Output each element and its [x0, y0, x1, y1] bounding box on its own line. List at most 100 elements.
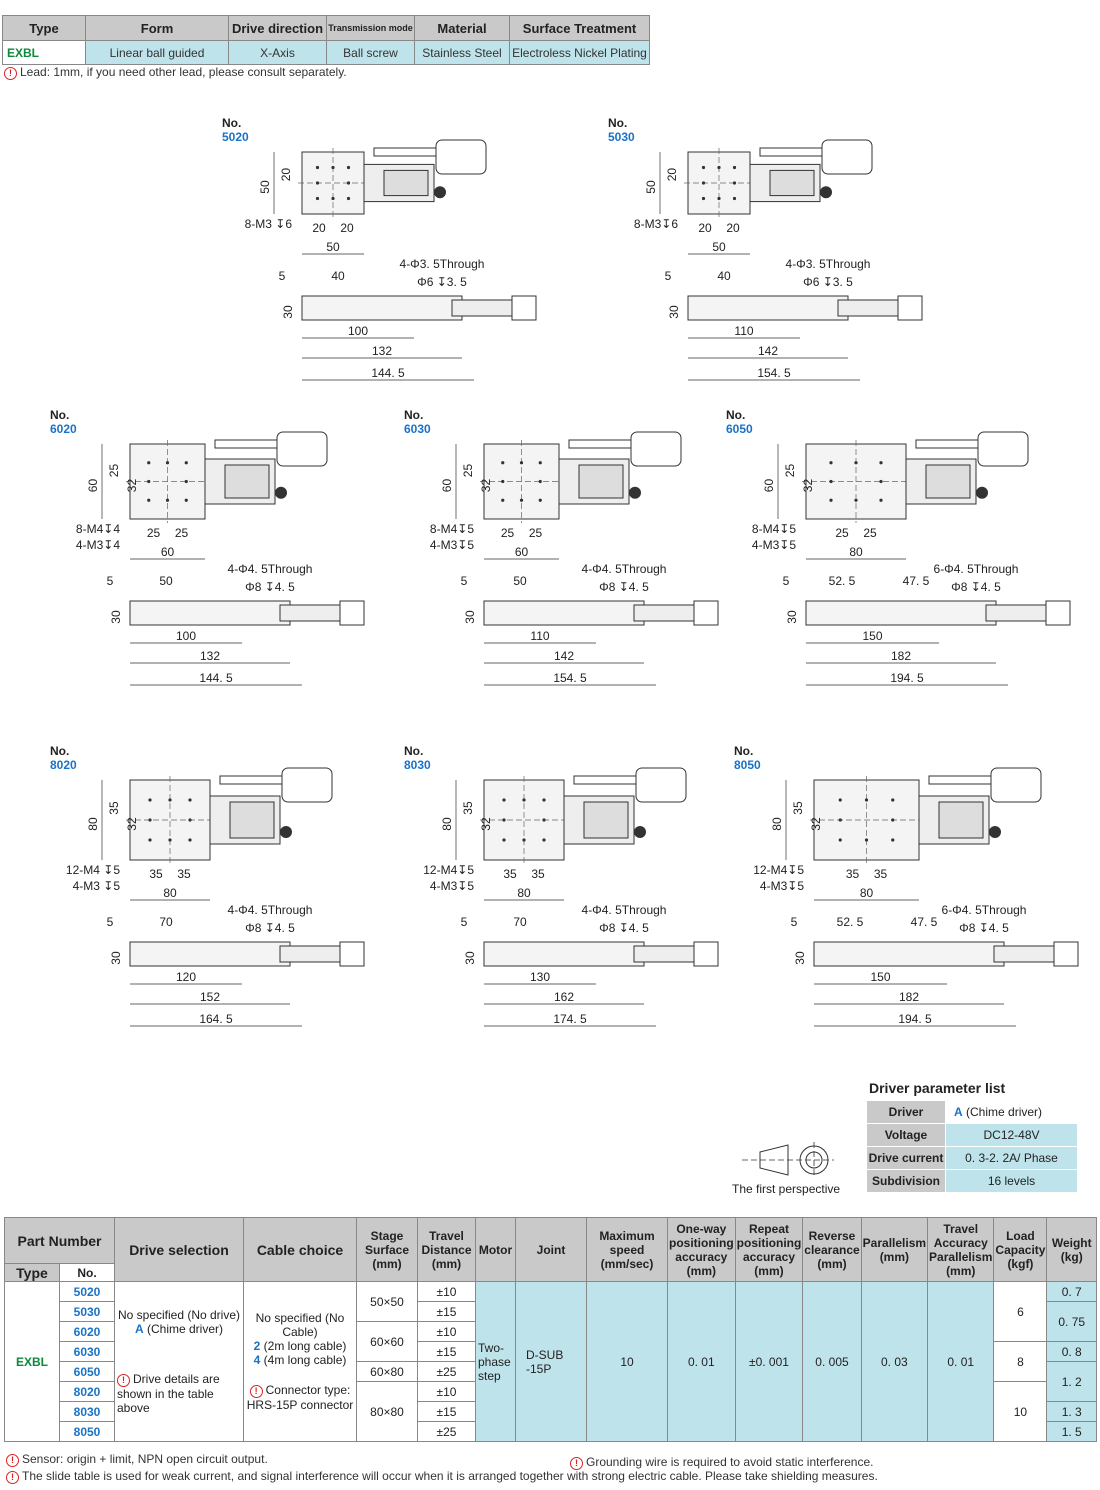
connector: [281, 767, 333, 803]
header-cable: Cable choice: [243, 1217, 357, 1282]
dim-height: 50: [258, 180, 272, 194]
mount-hole: [188, 818, 192, 822]
dim-length: 150: [862, 629, 882, 643]
counterbore-spec: Φ6 ↧3. 5: [803, 275, 853, 289]
grounding-note: !Grounding wire is required to avoid sta…: [570, 1455, 873, 1470]
header-oneway: One-way positioning accuracy (mm): [667, 1217, 736, 1282]
mount-hole: [732, 165, 737, 170]
counterbore-spec: Φ8 ↧4. 5: [599, 921, 649, 935]
knob: [820, 186, 832, 199]
table-row-no: 5030: [59, 1301, 115, 1322]
travel-par-cell: 0. 01: [927, 1281, 995, 1442]
voltage-value: DC12-48V: [945, 1123, 1078, 1147]
material-value: Stainless Steel: [414, 40, 510, 65]
dim-pitch: 35: [503, 867, 517, 881]
travel-cell: ±10: [417, 1281, 476, 1302]
subdivision-key: Subdivision: [866, 1169, 946, 1193]
counterbore-spec: Φ6 ↧3. 5: [417, 275, 467, 289]
mount-hole: [315, 181, 320, 185]
mount-hole: [829, 461, 833, 465]
dim-pitch: 35: [177, 867, 191, 881]
motor-body: [583, 801, 629, 839]
slide-note: !The slide table is used for weak curren…: [6, 1469, 878, 1484]
mount-hole: [184, 498, 188, 502]
mount-hole: [519, 498, 524, 502]
through-hole-spec: 6-Φ4. 5Through: [942, 903, 1027, 917]
subdivision-value: 16 levels: [945, 1169, 1078, 1193]
mount-hole: [732, 196, 737, 201]
table-row-no: 5020: [59, 1281, 115, 1302]
motor-side: [279, 945, 341, 963]
motor-body: [938, 801, 984, 839]
dim-length: 132: [200, 649, 220, 663]
surface-value: Electroless Nickel Plating: [509, 40, 650, 65]
motor-body: [578, 464, 624, 499]
knob: [280, 826, 292, 838]
mount-hole: [147, 498, 151, 502]
mount-hole: [538, 498, 542, 502]
stage-side: [687, 295, 849, 321]
weight-cell: 0. 75: [1046, 1301, 1097, 1342]
mount-hole: [829, 498, 833, 502]
mount-hole: [168, 838, 172, 842]
motor-cell: Two-phase step: [475, 1281, 516, 1442]
dim-pitch: 35: [531, 867, 545, 881]
mount-hole: [502, 818, 506, 822]
mount-hole: [701, 181, 706, 185]
stage-cell: 50×50: [356, 1281, 418, 1322]
through-hole-spec: 4-Φ4. 5Through: [582, 903, 667, 917]
dim-length: 144. 5: [199, 671, 233, 685]
dim-side-offset: 5: [107, 574, 114, 588]
load-cell: 6: [993, 1281, 1048, 1342]
header-joint: Joint: [515, 1217, 587, 1282]
mount-hole: [864, 838, 869, 842]
dim-length: 142: [554, 649, 574, 663]
speed-cell: 10: [586, 1281, 668, 1442]
dim-width: 80: [517, 886, 531, 900]
connector: [435, 139, 487, 175]
motor-side: [633, 604, 695, 622]
hole-spec: 4-M3↧5: [430, 538, 474, 552]
col-type: Type: [2, 15, 86, 41]
table-row-no: 8050: [59, 1421, 115, 1442]
dim-side-first: 52. 5: [837, 915, 864, 929]
reverse-cell: 0. 005: [802, 1281, 862, 1442]
dim-pitch: 25: [175, 526, 189, 540]
mount-hole: [891, 818, 895, 822]
dim-length: 194. 5: [898, 1012, 932, 1026]
through-hole-spec: 4-Φ4. 5Through: [228, 562, 313, 576]
mount-hole: [315, 165, 320, 170]
driver-value: A (Chime driver): [945, 1100, 1078, 1124]
dim-side-first: 40: [331, 269, 345, 283]
mount-hole: [891, 798, 895, 802]
through-hole-spec: 6-Φ4. 5Through: [934, 562, 1019, 576]
dim-side-first: 40: [717, 269, 731, 283]
driver-key: Driver: [866, 1100, 946, 1124]
drawing-label: No. 6030: [404, 408, 431, 436]
drawing-label: No. 8050: [734, 744, 761, 772]
dim-side-offset: 5: [665, 269, 672, 283]
table-row-no: 6050: [59, 1361, 115, 1382]
warning-icon: !: [6, 1471, 19, 1484]
dim-width: 60: [515, 545, 529, 559]
warning-icon: !: [4, 67, 17, 80]
voltage-key: Voltage: [866, 1123, 946, 1147]
stage-side: [301, 295, 463, 321]
hole-spec: 12-M4 ↧5: [66, 863, 120, 877]
drawing-label: No. 8030: [404, 744, 431, 772]
dim-height: 60: [440, 479, 454, 493]
dim-pitch: 25: [529, 526, 543, 540]
type-value: EXBL: [2, 40, 86, 65]
hole-spec: 8-M4↧5: [430, 522, 474, 536]
dim-side-offset: 5: [107, 915, 114, 929]
motor-side: [837, 299, 899, 317]
header-repeat: Repeat positioning accuracy (mm): [734, 1217, 804, 1282]
mount-hole: [879, 461, 883, 465]
dim-length: 150: [870, 970, 890, 984]
knob: [634, 826, 646, 838]
mount-hole: [184, 479, 188, 484]
load-cell: 10: [993, 1381, 1048, 1442]
stage-cell: 60×60: [356, 1321, 418, 1362]
dim-pitch: 25: [107, 464, 121, 478]
